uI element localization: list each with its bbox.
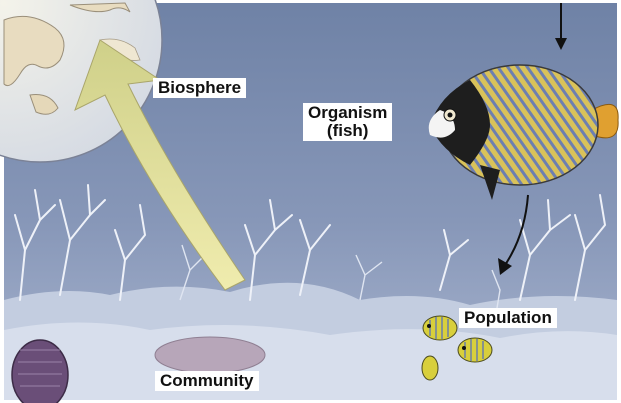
label-organism-line1: Organism (308, 104, 387, 122)
label-biosphere: Biosphere (153, 78, 246, 98)
label-organism: Organism (fish) (303, 103, 392, 141)
sponge-coral (12, 340, 68, 403)
label-community: Community (155, 371, 259, 391)
label-population: Population (459, 308, 557, 328)
label-organism-line2: (fish) (308, 122, 387, 140)
anemone (155, 337, 265, 373)
seabed-foreground (4, 323, 617, 401)
